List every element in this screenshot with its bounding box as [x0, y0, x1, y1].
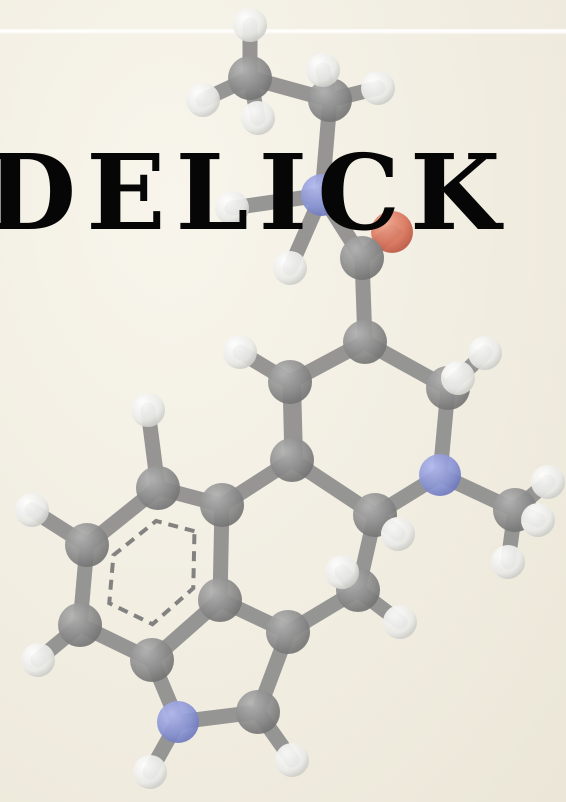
- atom-c10: [200, 483, 244, 527]
- aromatic-ring-dashes: [107, 518, 197, 627]
- atom-h16: [381, 517, 415, 551]
- aromatic-ring-dash: [107, 518, 197, 627]
- atom-c18: [236, 690, 280, 734]
- atom-h1: [233, 8, 267, 42]
- atom-c5: [268, 360, 312, 404]
- atom-h3: [241, 101, 275, 135]
- atom-h6: [215, 191, 249, 225]
- atom-c1: [228, 56, 272, 100]
- atom-h2: [186, 83, 220, 117]
- atom-c14: [130, 638, 174, 682]
- atom-h19: [21, 643, 55, 677]
- atom-h20: [133, 755, 167, 789]
- atom-h10: [441, 361, 475, 395]
- atom-h5: [361, 71, 395, 105]
- atom-c12: [65, 523, 109, 567]
- top-rule: [0, 29, 566, 34]
- atom-h4: [306, 53, 340, 87]
- atom-h12: [15, 493, 49, 527]
- atom-c15: [198, 578, 242, 622]
- atom-n1: [301, 174, 343, 216]
- atom-n2: [419, 454, 461, 496]
- atom-h11: [131, 393, 165, 427]
- molecule-atoms: [15, 8, 565, 789]
- atom-h14: [521, 503, 555, 537]
- poster-title: DELICK: [0, 131, 511, 254]
- atom-c11: [136, 466, 180, 510]
- atom-c7: [270, 438, 314, 482]
- atom-c4: [343, 320, 387, 364]
- atom-h17: [325, 555, 359, 589]
- atom-o1: [371, 211, 413, 253]
- atom-h9: [468, 336, 502, 370]
- atom-c3: [340, 236, 384, 280]
- atom-c16: [266, 610, 310, 654]
- atom-n3: [157, 701, 199, 743]
- atom-h8: [223, 335, 257, 369]
- atom-h7: [273, 251, 307, 285]
- atom-c13: [58, 603, 102, 647]
- atom-h21: [275, 743, 309, 777]
- atom-h13: [531, 465, 565, 499]
- atom-h18: [383, 605, 417, 639]
- atom-h15: [491, 545, 525, 579]
- atom-c2: [308, 78, 352, 122]
